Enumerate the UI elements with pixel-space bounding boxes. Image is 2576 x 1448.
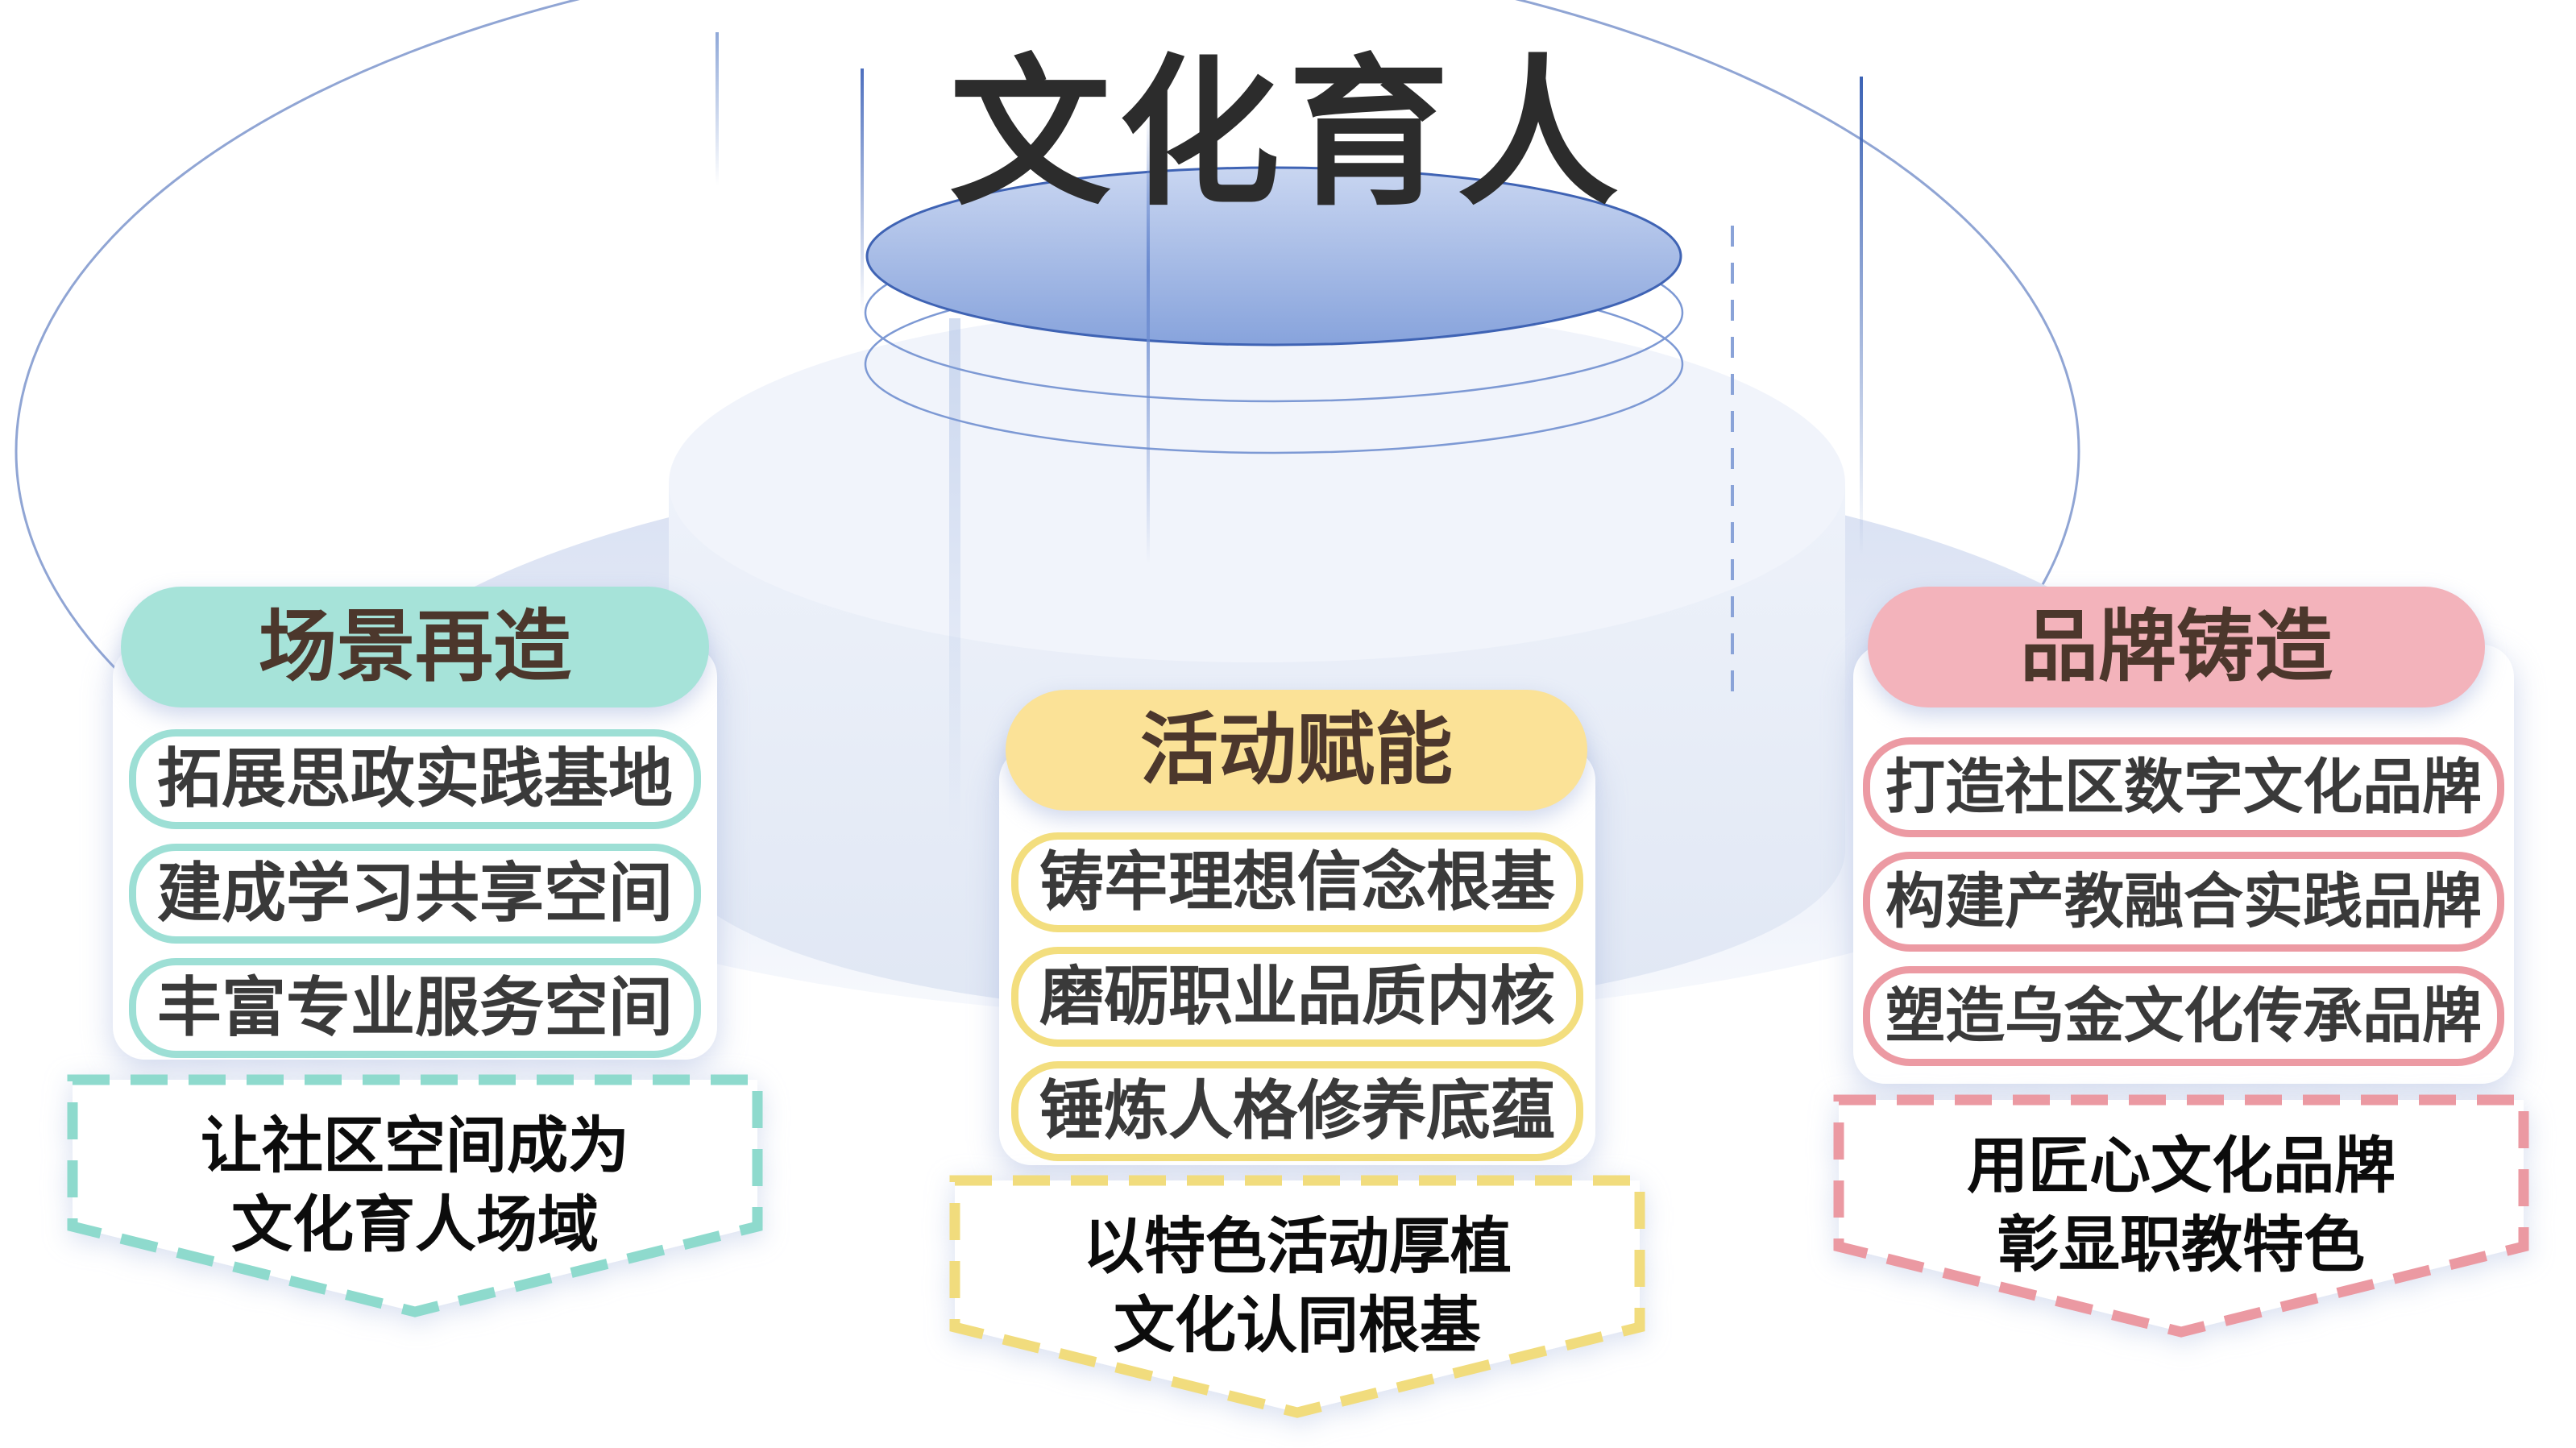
activity-summary-text: 以特色活动厚植 文化认同根基	[947, 1172, 1648, 1366]
podium-top-ellipse	[865, 166, 1682, 346]
scene-header: 场景再造	[121, 587, 709, 707]
accent-line-1	[716, 32, 719, 185]
dashed-banner-shape	[67, 1074, 763, 1317]
brand-summary-text: 用匠心文化品牌 彰显职教特色	[1831, 1092, 2532, 1285]
activity-item-1: 铸牢理想信念根基	[1011, 832, 1583, 932]
scene-header-label: 场景再造	[259, 603, 571, 691]
scene-item-3: 丰富专业服务空间	[129, 958, 701, 1058]
accent-line-4	[1860, 77, 1863, 556]
scene-summary-line-2: 文化育人场域	[231, 1191, 599, 1259]
scene-item-2: 建成学习共享空间	[129, 844, 701, 944]
dashed-banner-shape	[1833, 1094, 2529, 1338]
scene-item-1: 拓展思政实践基地	[129, 729, 701, 829]
brand-summary-banner: 用匠心文化品牌 彰显职教特色	[1831, 1092, 2532, 1342]
scene-summary-line-1: 让社区空间成为	[201, 1112, 629, 1180]
brand-header: 品牌铸造	[1868, 587, 2485, 707]
activity-summary-line-1: 以特色活动厚植	[1083, 1213, 1512, 1281]
podium-cylinder-top-face	[669, 305, 1845, 662]
brand-header-label: 品牌铸造	[2020, 603, 2333, 691]
brand-summary-line-1: 用匠心文化品牌	[1967, 1132, 2396, 1201]
accent-line-3	[1147, 113, 1150, 564]
brand-item-3: 塑造乌金文化传承品牌	[1863, 966, 2504, 1066]
brand-item-2: 构建产教融合实践品牌	[1863, 852, 2504, 952]
accent-line-2	[861, 68, 864, 314]
activity-item-2: 磨砺职业品质内核	[1011, 947, 1583, 1047]
activity-summary-line-2: 文化认同根基	[1114, 1292, 1481, 1360]
page-title: 文化育人	[949, 44, 1627, 224]
dashed-banner-shape	[949, 1175, 1645, 1418]
scene-summary-text: 让社区空间成为 文化育人场域	[64, 1072, 765, 1265]
activity-summary-banner: 以特色活动厚植 文化认同根基	[947, 1172, 1648, 1422]
activity-header-label: 活动赋能	[1140, 706, 1453, 794]
accent-line-soft	[949, 318, 960, 834]
brand-item-1: 打造社区数字文化品牌	[1863, 737, 2504, 837]
brand-summary-line-2: 彰显职教特色	[1997, 1211, 2365, 1280]
scene-summary-banner: 让社区空间成为 文化育人场域	[64, 1072, 765, 1321]
activity-item-3: 锤炼人格修养底蕴	[1011, 1061, 1583, 1161]
activity-header: 活动赋能	[1006, 690, 1587, 811]
